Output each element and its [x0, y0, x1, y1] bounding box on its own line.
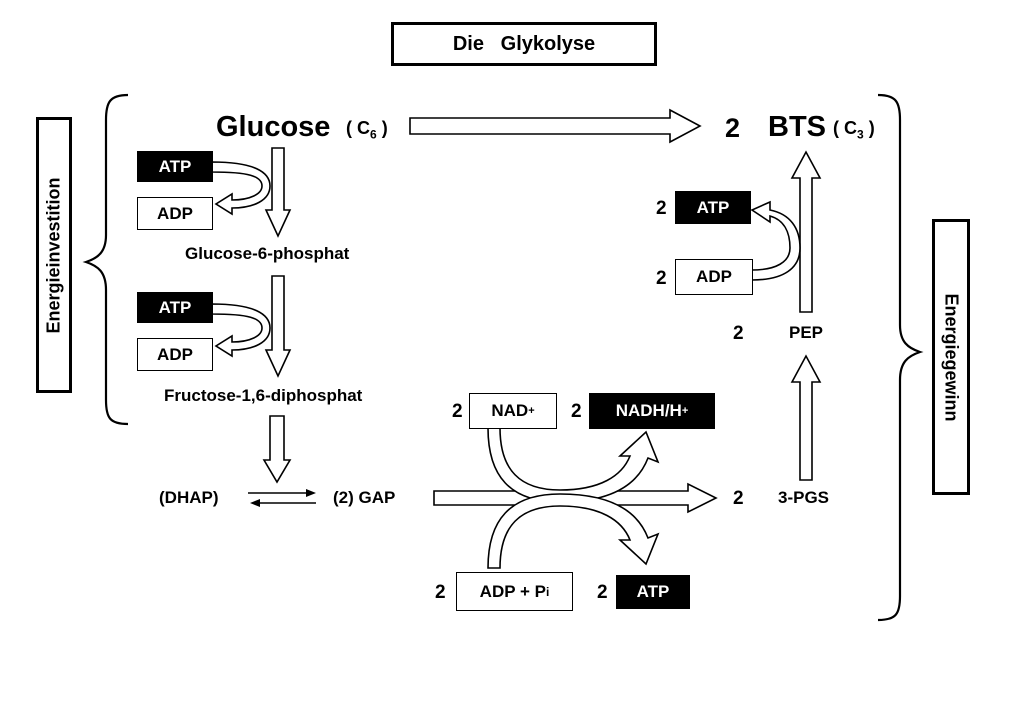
atp-gap-box: ATP — [616, 575, 690, 609]
bts-label: BTS — [768, 111, 826, 143]
payoff-adp-count: 2 — [656, 268, 667, 289]
pep-label: PEP — [789, 323, 824, 342]
payoff-atp-text: ATP — [696, 197, 730, 217]
glucose-formula-sub: 6 — [370, 127, 377, 142]
glucose-formula: ( C6 ) — [346, 117, 388, 146]
equilibrium-arrow-left-head — [250, 499, 260, 507]
nadh-count: 2 — [571, 401, 582, 422]
diagram-title-text: Die Glykolyse — [452, 32, 596, 55]
nad-box: NAD+ — [469, 393, 557, 429]
right-brace — [877, 93, 924, 622]
nadh-text: NADH/H — [615, 401, 682, 420]
atp-gap-text: ATP — [636, 582, 670, 601]
curved-arrow-atp-adp-2 — [211, 303, 271, 358]
bts-formula-open: ( C — [833, 118, 857, 138]
arrow-glucose-to-bts — [409, 108, 702, 144]
pep-count: 2 — [733, 323, 744, 344]
curved-arrow-nad-nadh — [487, 427, 660, 503]
gap-label: (2) GAP — [333, 488, 396, 507]
nad-sup: + — [528, 405, 535, 417]
nad-text: NAD — [491, 401, 529, 420]
adp-pi-count: 2 — [435, 582, 446, 603]
nadh-box: NADH/H+ — [589, 393, 715, 429]
diagram-title: Die Glykolyse — [391, 22, 657, 66]
adp-box-step1: ADP — [137, 197, 213, 230]
glucose-6-phosphat-label: Glucose-6-phosphat — [185, 244, 350, 263]
atp-box-step1: ATP — [137, 151, 213, 182]
adp-box-step1-text: ADP — [157, 203, 193, 223]
nadh-sup: + — [681, 405, 689, 417]
atp-box-step2: ATP — [137, 292, 213, 323]
atp-gap-count: 2 — [597, 582, 608, 603]
energy-gain-label: Energiegewinn — [941, 292, 962, 422]
adp-box-step2: ADP — [137, 338, 213, 371]
payoff-adp-text: ADP — [696, 267, 732, 286]
energy-investment-panel: Energieinvestition — [36, 117, 72, 393]
bts-count: 2 — [725, 113, 741, 143]
energy-investment-label: Energieinvestition — [43, 176, 64, 334]
curved-arrow-adp-atp — [487, 493, 660, 569]
pgs-count: 2 — [733, 488, 744, 509]
bts-formula: ( C3 ) — [833, 117, 875, 146]
arrow-pep-to-bts — [790, 150, 822, 313]
adp-pi-text: ADP + P — [479, 581, 546, 601]
arrow-glucose-to-g6p — [264, 147, 292, 238]
bts-formula-close: ) — [863, 118, 875, 138]
curved-arrow-adp-atp-payoff — [750, 200, 801, 281]
equilibrium-arrow-right-head — [306, 489, 316, 497]
payoff-atp-box: ATP — [675, 191, 751, 224]
payoff-adp-box: ADP — [675, 259, 753, 295]
arrow-g6p-to-f16dp — [264, 275, 292, 378]
adp-box-step2-text: ADP — [157, 344, 193, 364]
fructose-diphosphat-label: Fructose-1,6-diphosphat — [164, 386, 363, 405]
glucose-formula-close: ) — [376, 118, 388, 138]
adp-pi-sub: i — [545, 584, 550, 599]
atp-box-step1-text: ATP — [158, 156, 192, 176]
arrow-f16dp-to-split — [262, 415, 292, 484]
glucose-label: Glucose — [216, 110, 330, 144]
pgs-label: 3-PGS — [778, 488, 830, 507]
dhap-label: (DHAP) — [159, 488, 219, 507]
atp-box-step2-text: ATP — [158, 297, 192, 317]
glucose-name: Glucose — [216, 111, 331, 143]
arrow-3pgs-to-pep — [790, 354, 822, 481]
payoff-atp-count: 2 — [656, 198, 667, 219]
bts-formula-sub: 3 — [857, 127, 864, 142]
nad-count: 2 — [452, 401, 463, 422]
curved-arrow-atp-adp-1 — [211, 161, 271, 216]
glucose-formula-open: ( C — [346, 118, 370, 138]
left-brace — [82, 93, 129, 426]
energy-gain-panel: Energiegewinn — [932, 219, 970, 495]
